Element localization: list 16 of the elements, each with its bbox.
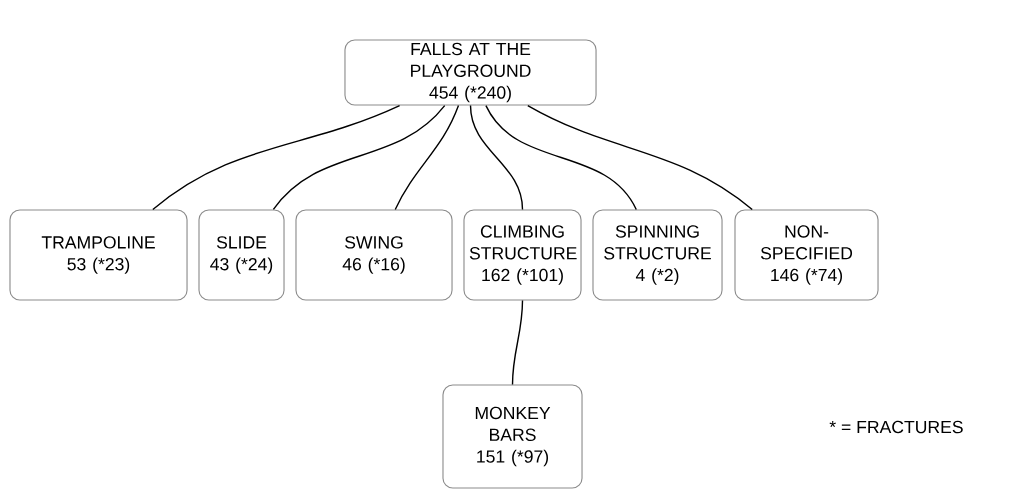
legend-note: * = FRACTURES bbox=[829, 420, 963, 434]
category-box: TRAMPOLINE 53 (*23) bbox=[9, 209, 188, 301]
connector-line bbox=[394, 104, 460, 211]
connector-line bbox=[511, 299, 524, 386]
connector-line bbox=[469, 104, 524, 211]
connector-line bbox=[272, 104, 446, 211]
category-box: FALLS AT THE PLAYGROUND 454 (*240) bbox=[344, 39, 597, 106]
category-box: CLIMBING STRUCTURE 162 (*101) bbox=[463, 209, 582, 301]
connector-line bbox=[527, 104, 753, 211]
category-box: MONKEY BARS 151 (*97) bbox=[442, 384, 583, 489]
connector-line bbox=[485, 104, 637, 211]
category-box: SPINNING STRUCTURE 4 (*2) bbox=[592, 209, 723, 301]
category-box: SLIDE 43 (*24) bbox=[198, 209, 285, 301]
connector-line bbox=[152, 104, 401, 211]
category-box: SWING 46 (*16) bbox=[295, 209, 453, 301]
category-box: NON-SPECIFIED 146 (*74) bbox=[734, 209, 879, 301]
